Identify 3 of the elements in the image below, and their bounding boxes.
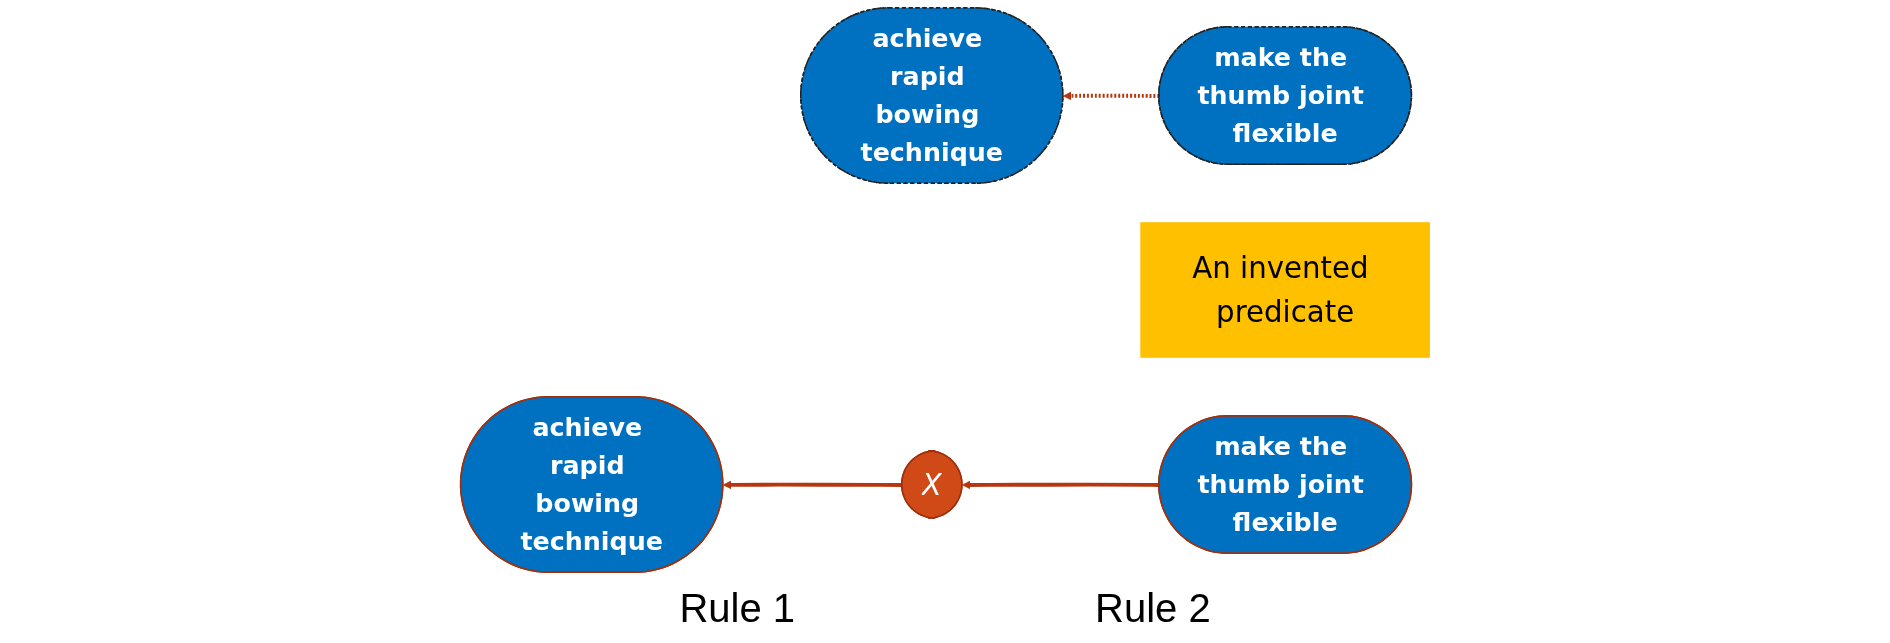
node-box: An invented predicate xyxy=(1140,222,1430,358)
rule-label: Rule 2 xyxy=(1095,586,1211,631)
rule-label: Rule 1 xyxy=(679,586,795,631)
